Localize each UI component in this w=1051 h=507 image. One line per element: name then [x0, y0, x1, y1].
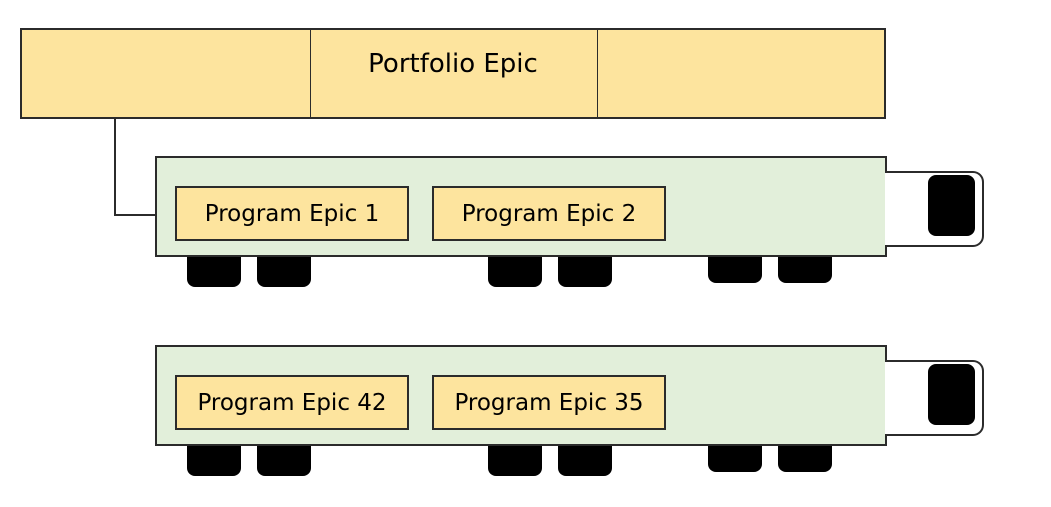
portfolio-divider	[597, 30, 598, 117]
truck-wheel	[708, 257, 762, 283]
truck-wheel	[558, 446, 612, 476]
truck-wheel	[558, 257, 612, 287]
portfolio-divider	[310, 30, 311, 117]
program-epic-label: Program Epic 42	[197, 389, 387, 416]
truck-wheel	[187, 257, 241, 287]
program-epic-box: Program Epic 35	[432, 375, 666, 430]
truck-wheel	[257, 446, 311, 476]
program-epic-label: Program Epic 2	[461, 200, 637, 227]
truck-wheel	[778, 257, 832, 283]
portfolio-epic-label: Portfolio Epic	[368, 48, 538, 79]
truck-wheel	[488, 257, 542, 287]
truck-wheel	[187, 446, 241, 476]
truck-window	[928, 175, 975, 236]
truck-wheel	[488, 446, 542, 476]
truck-window	[928, 364, 975, 425]
portfolio-connector-line	[114, 118, 158, 216]
program-epic-box: Program Epic 1	[175, 186, 409, 241]
truck-wheel	[257, 257, 311, 287]
truck-wheel	[708, 446, 762, 472]
truck-wheel	[778, 446, 832, 472]
program-epic-box: Program Epic 2	[432, 186, 666, 241]
portfolio-epic: Portfolio Epic	[20, 28, 886, 119]
program-epic-box: Program Epic 42	[175, 375, 409, 430]
program-epic-label: Program Epic 1	[204, 200, 380, 227]
program-epic-label: Program Epic 35	[454, 389, 644, 416]
